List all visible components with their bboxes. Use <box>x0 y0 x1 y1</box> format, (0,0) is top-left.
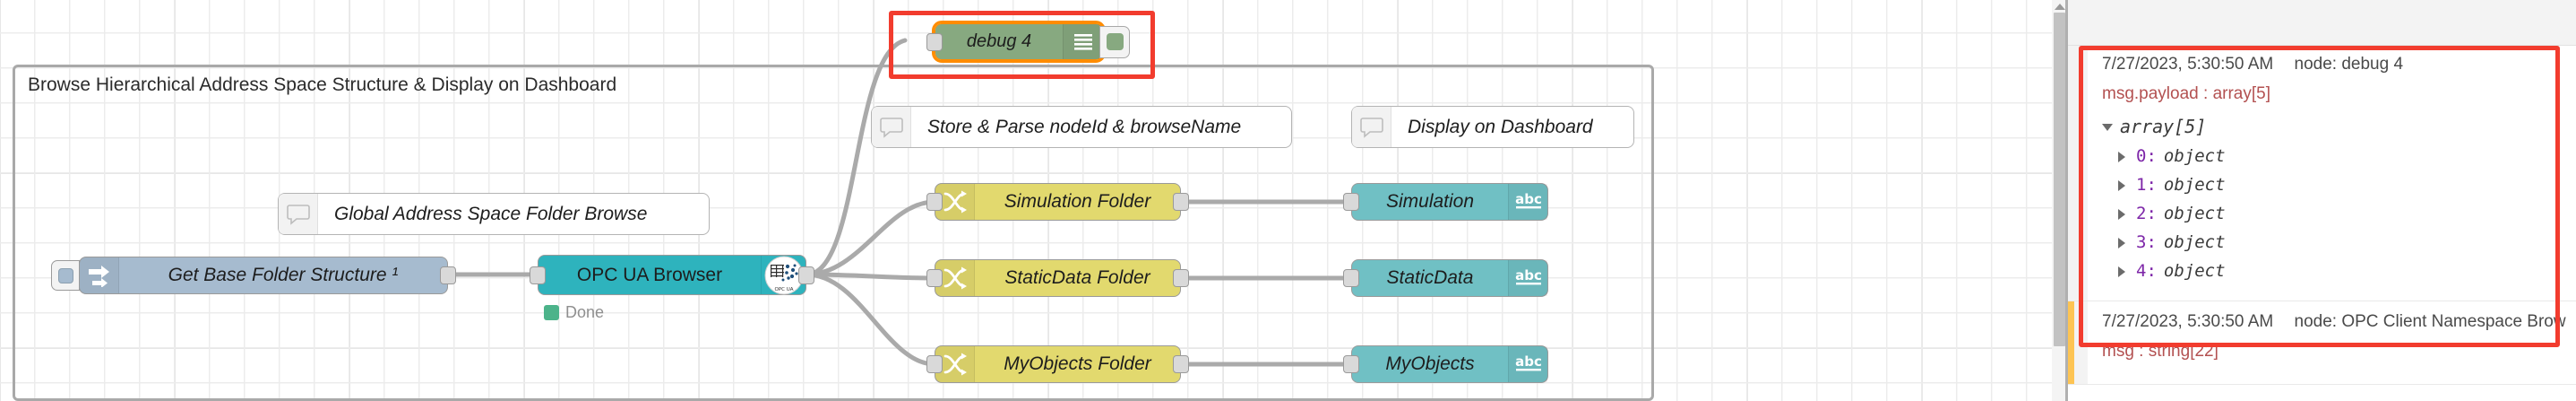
debug-source-node: node: OPC Client Namespace Brow <box>2294 312 2566 331</box>
debug-message-2[interactable]: 7/27/2023, 5:30:50 AM node: OPC Client N… <box>2068 301 2576 385</box>
abc-icon: abc <box>1508 346 1547 382</box>
debug-timestamp: 7/27/2023, 5:30:50 AM <box>2102 55 2274 74</box>
debug-tree-item[interactable]: 1: object <box>2102 175 2576 195</box>
debug-tree-root[interactable]: array[5] <box>2102 116 2576 137</box>
expand-arrow-icon[interactable] <box>2118 261 2132 281</box>
canvas-scrollbar-thumb[interactable] <box>2054 13 2065 346</box>
debug-tree-item[interactable]: 2: object <box>2102 204 2576 223</box>
debug-tree-item-index: 2 <box>2136 204 2147 223</box>
abc-icon: abc <box>1508 260 1547 296</box>
debug-tree-root-label: array[5] <box>2120 116 2207 137</box>
expand-arrow-icon[interactable] <box>2118 175 2132 195</box>
debug-tree-item-index: 4 <box>2136 261 2147 281</box>
debug-timestamp: 7/27/2023, 5:30:50 AM <box>2102 312 2274 331</box>
debug-tree-item[interactable]: 3: object <box>2102 232 2576 252</box>
node-label: Simulation Folder <box>1004 191 1151 212</box>
debug-tree-item[interactable]: 4: object <box>2102 261 2576 281</box>
node-opc-ua-browser[interactable]: OPC UA Browser <box>530 255 814 295</box>
debug-tree-item-value: object <box>2163 204 2226 223</box>
flow-group-box[interactable]: Browse Hierarchical Address Space Struct… <box>13 65 1654 401</box>
debug-tree-item[interactable]: 0: object <box>2102 146 2576 166</box>
status-label: Done <box>565 303 605 321</box>
expand-arrow-icon[interactable] <box>2118 232 2132 252</box>
comment-label: Store & Parse nodeId & browseName <box>927 116 1242 137</box>
comment-bubble-icon <box>872 107 911 147</box>
debug-payload-tree[interactable]: array[5] 0: object 1: object 2: object <box>2102 116 2576 281</box>
comment-node-display-dashboard[interactable]: Display on Dashboard <box>1351 106 1634 148</box>
abc-icon: abc <box>1508 184 1547 220</box>
expand-collapse-arrow-icon[interactable] <box>2102 117 2116 136</box>
comment-bubble-icon <box>1352 107 1391 147</box>
input-port[interactable] <box>1343 269 1359 287</box>
scroll-up-arrow-icon[interactable] <box>2055 0 2065 13</box>
output-port[interactable] <box>440 266 456 284</box>
input-port[interactable] <box>926 32 943 51</box>
svg-text:abc: abc <box>1515 353 1542 370</box>
expand-arrow-icon[interactable] <box>2118 204 2132 223</box>
node-get-base-folder-structure[interactable]: Get Base Folder Structure ¹ <box>51 257 456 294</box>
comment-label: Display on Dashboard <box>1408 116 1593 137</box>
node-dashboard-staticdata[interactable]: StaticData abc <box>1343 259 1548 297</box>
debug-message-gutter <box>2068 46 2088 301</box>
debug-tree-item-index: 3 <box>2136 232 2147 252</box>
node-myobjects-folder[interactable]: MyObjects Folder <box>926 345 1189 383</box>
comment-bubble-icon <box>279 194 318 234</box>
inject-arrow-icon <box>80 257 119 293</box>
input-port[interactable] <box>1343 355 1359 373</box>
debug-panel-header-spacer <box>2068 0 2576 46</box>
panel-divider[interactable] <box>2065 0 2068 401</box>
node-simulation-folder[interactable]: Simulation Folder <box>926 183 1189 221</box>
debug-enable-toggle[interactable] <box>1099 25 1130 58</box>
debug-tree-item-index: 0 <box>2136 146 2147 166</box>
debug-sidebar-panel[interactable]: 7/27/2023, 5:30:50 AM node: debug 4 msg.… <box>2068 0 2576 401</box>
input-port[interactable] <box>926 269 943 287</box>
debug-source-node: node: debug 4 <box>2294 55 2404 74</box>
debug-tree-item-value: object <box>2163 261 2226 281</box>
debug-message-header: 7/27/2023, 5:30:50 AM node: OPC Client N… <box>2102 312 2576 332</box>
node-label: debug 4 <box>966 31 1032 51</box>
flow-canvas[interactable]: Browse Hierarchical Address Space Struct… <box>0 0 2065 401</box>
expand-arrow-icon[interactable] <box>2118 146 2132 166</box>
group-title: Browse Hierarchical Address Space Struct… <box>28 74 617 95</box>
debug-lines-icon <box>1063 24 1102 59</box>
node-label: Get Base Folder Structure ¹ <box>168 265 399 285</box>
node-label: OPC UA Browser <box>576 264 723 285</box>
node-staticdata-folder[interactable]: StaticData Folder <box>926 259 1189 297</box>
output-port[interactable] <box>1173 269 1189 287</box>
input-port[interactable] <box>926 355 943 373</box>
comment-node-store-parse[interactable]: Store & Parse nodeId & browseName <box>871 106 1292 148</box>
node-label: MyObjects <box>1385 353 1475 374</box>
node-debug-4[interactable]: debug 4 <box>926 21 1130 63</box>
debug-message-topic: msg : string[22] <box>2102 342 2218 361</box>
status-dot-icon <box>544 305 559 320</box>
comment-node-global-address-space[interactable]: Global Address Space Folder Browse <box>278 193 710 235</box>
debug-tree-item-value: object <box>2163 175 2226 195</box>
svg-text:abc: abc <box>1515 191 1542 207</box>
debug-tree-item-value: object <box>2163 232 2226 252</box>
comment-label: Global Address Space Folder Browse <box>334 203 648 224</box>
input-port[interactable] <box>926 193 943 211</box>
node-dashboard-simulation[interactable]: Simulation abc <box>1343 183 1548 221</box>
debug-message-1[interactable]: 7/27/2023, 5:30:50 AM node: debug 4 msg.… <box>2068 46 2576 301</box>
node-dashboard-myobjects[interactable]: MyObjects abc <box>1343 345 1548 383</box>
inject-trigger-button[interactable] <box>51 260 80 291</box>
node-status-done: Done <box>544 303 604 322</box>
output-port[interactable] <box>1173 193 1189 211</box>
debug-message-topic: msg.payload : array[5] <box>2102 84 2270 103</box>
input-port[interactable] <box>530 266 546 284</box>
node-label: Simulation <box>1385 191 1475 212</box>
svg-text:OPC UA: OPC UA <box>774 287 793 292</box>
node-label: StaticData <box>1386 267 1474 288</box>
input-port[interactable] <box>1343 193 1359 211</box>
svg-text:abc: abc <box>1515 267 1542 283</box>
output-port[interactable] <box>1173 355 1189 373</box>
node-label: MyObjects Folder <box>1004 353 1151 374</box>
output-port[interactable] <box>798 266 814 284</box>
debug-tree-item-value: object <box>2163 146 2226 166</box>
debug-message-gutter <box>2068 301 2088 384</box>
node-label: StaticData Folder <box>1004 267 1150 288</box>
debug-tree-item-index: 1 <box>2136 175 2147 195</box>
debug-message-header: 7/27/2023, 5:30:50 AM node: debug 4 <box>2102 55 2576 74</box>
